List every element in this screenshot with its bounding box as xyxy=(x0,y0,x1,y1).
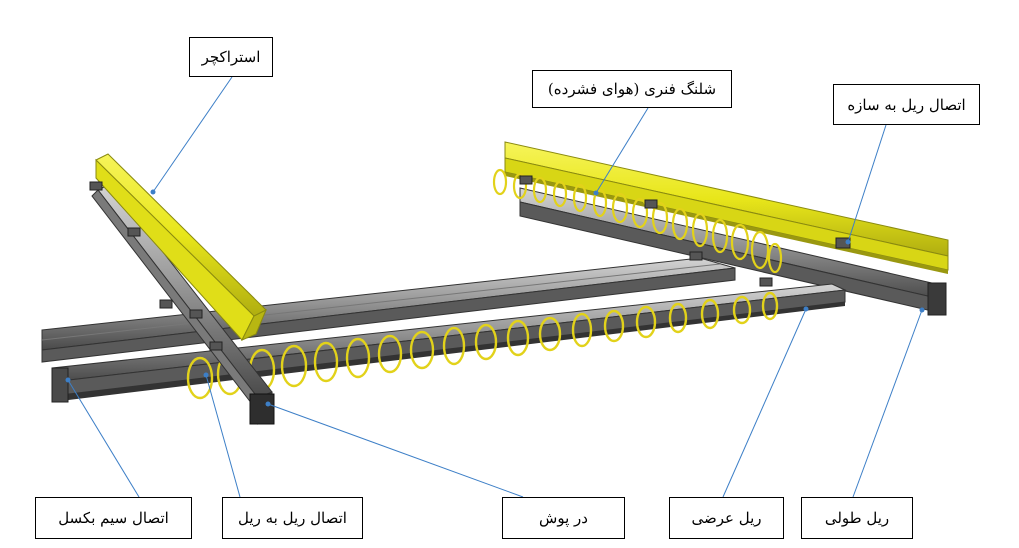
leader-cross-rail xyxy=(723,309,806,497)
label-rail-to-rail: اتصال ریل به ریل xyxy=(222,497,363,539)
leader-structure xyxy=(153,77,232,192)
label-cable-connection: اتصال سیم بکسل xyxy=(35,497,192,539)
label-end-cap-text: در پوش xyxy=(539,509,588,527)
label-spring-hose: شلنگ فنری (هوای فشرده) xyxy=(532,70,732,108)
leader-longitudinal-rail xyxy=(853,310,922,497)
label-longitudinal-rail: ریل طولی xyxy=(801,497,913,539)
label-structure: استراکچر xyxy=(189,37,273,77)
label-cross-rail-text: ریل عرضی xyxy=(692,509,762,527)
label-rail-to-structure-text: اتصال ریل به سازه xyxy=(847,96,965,114)
label-cross-rail: ریل عرضی xyxy=(669,497,784,539)
label-rail-to-rail-text: اتصال ریل به ریل xyxy=(238,509,347,527)
leader-end-cap xyxy=(268,404,523,497)
label-longitudinal-rail-text: ریل طولی xyxy=(825,509,889,527)
label-end-cap: در پوش xyxy=(502,497,625,539)
label-structure-text: استراکچر xyxy=(202,48,261,66)
label-spring-hose-text: شلنگ فنری (هوای فشرده) xyxy=(548,80,716,98)
label-rail-to-structure: اتصال ریل به سازه xyxy=(833,84,980,125)
label-cable-connection-text: اتصال سیم بکسل xyxy=(58,509,169,527)
leader-cable-connection xyxy=(68,380,139,497)
